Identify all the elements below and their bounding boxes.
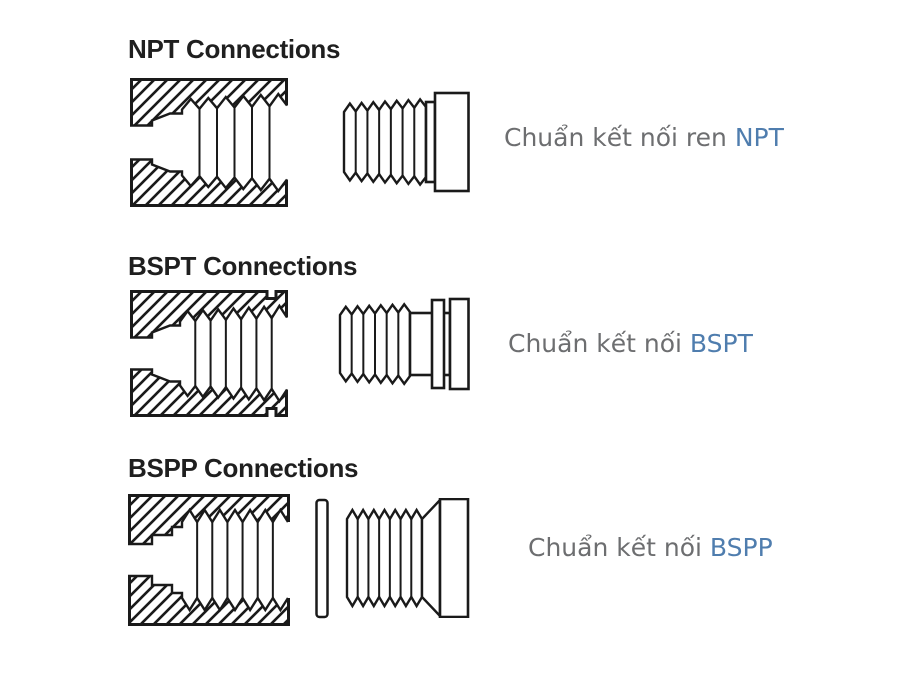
bspp-female-threaded-socket-drawing — [128, 494, 290, 626]
caption-standard-code: BSPT — [689, 329, 753, 358]
npt-female-threaded-socket-drawing — [130, 78, 288, 207]
sealing-washer-drawing — [315, 498, 329, 619]
caption-standard-code: NPT — [734, 123, 784, 152]
caption-text: Chuẩn kết nối — [508, 329, 682, 358]
bspp-section-title: BSPP Connections — [128, 453, 359, 483]
bspt-female-threaded-socket-drawing — [130, 290, 288, 417]
bspp-caption: Chuẩn kết nối BSPP — [528, 533, 773, 562]
bspt-section-title: BSPT Connections — [128, 251, 358, 281]
bspp-male-threaded-plug-drawing — [345, 498, 470, 618]
bspt-male-threaded-plug-drawing — [338, 297, 470, 391]
bspt-caption: Chuẩn kết nối BSPT — [508, 329, 753, 358]
caption-text: Chuẩn kết nối — [528, 533, 702, 562]
npt-male-threaded-plug-drawing — [342, 91, 470, 193]
caption-standard-code: BSPP — [709, 533, 773, 562]
caption-text: Chuẩn kết nối ren — [504, 123, 727, 152]
npt-section-title: NPT Connections — [128, 34, 341, 64]
npt-caption: Chuẩn kết nối ren NPT — [504, 123, 784, 152]
